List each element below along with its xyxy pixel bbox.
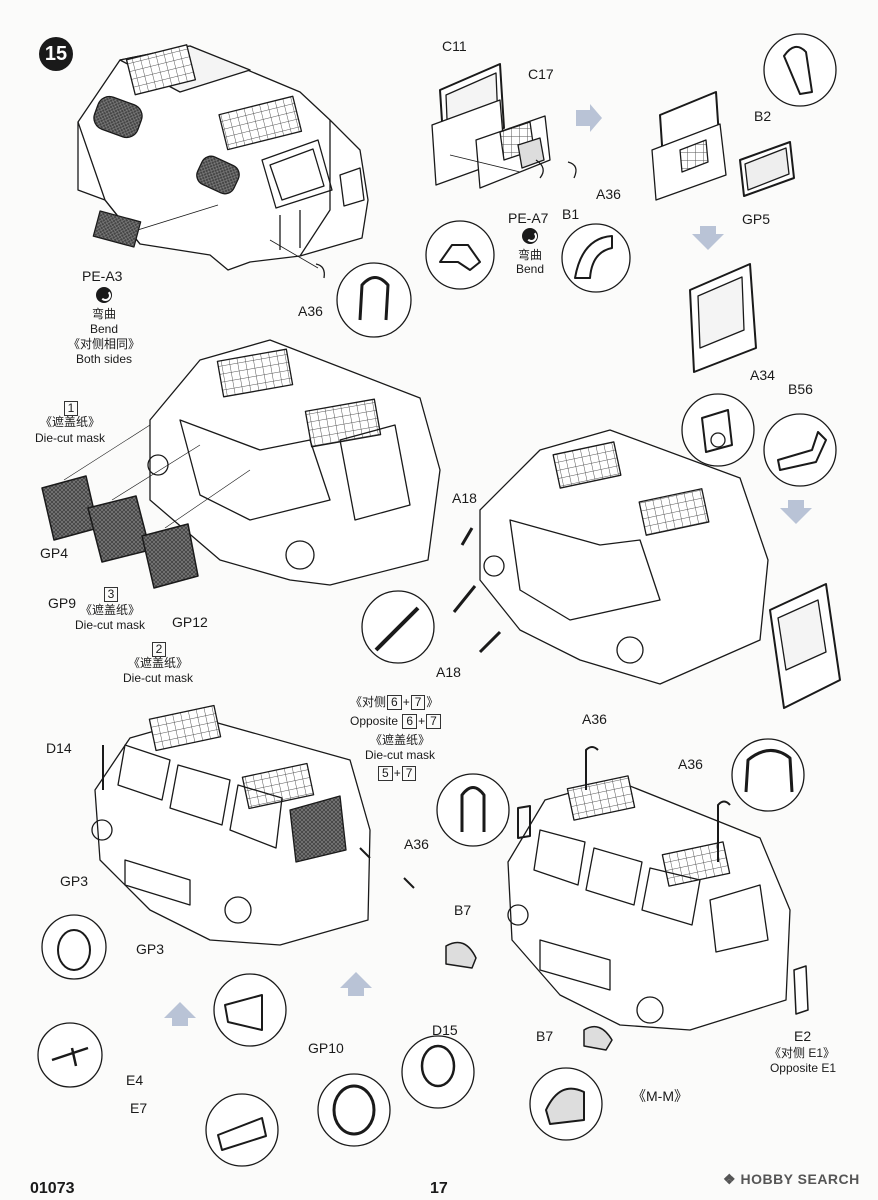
label-mask-57: 5+7 xyxy=(377,766,417,781)
arrow-down-2 xyxy=(780,500,812,524)
label-a34: A34 xyxy=(750,367,775,383)
label-both-sides: Both sides xyxy=(75,352,133,366)
label-gp3-1: GP3 xyxy=(60,873,89,889)
label-b1: B1 xyxy=(562,206,580,222)
label-b7-1: B7 xyxy=(454,902,472,918)
assembly-arrows xyxy=(164,104,812,1026)
a36-callout-circle xyxy=(336,262,412,338)
page-number: 17 xyxy=(430,1180,448,1197)
mask-number-1: 1 xyxy=(58,399,84,416)
label-opposite-en: Opposite 6+7 xyxy=(350,714,442,729)
step-number-badge: 15 xyxy=(39,37,73,71)
label-both-sides-cn: 《对侧相同》 xyxy=(67,337,140,351)
label-gp9: GP9 xyxy=(48,595,77,611)
arrow-down-1 xyxy=(692,226,724,250)
label-mask-en-2: Die-cut mask xyxy=(122,671,193,685)
label-b56: B56 xyxy=(788,381,813,397)
label-bend-cn-2: 弯曲 xyxy=(517,248,542,262)
mask-number-2: 2 xyxy=(146,640,172,657)
bend-icon-1 xyxy=(86,287,122,306)
door-parts-exploded xyxy=(431,63,577,189)
label-mask-en-1: Die-cut mask xyxy=(34,431,105,445)
watermark: ❖ HOBBY SEARCH xyxy=(723,1171,860,1187)
label-b7-2: B7 xyxy=(536,1028,554,1044)
label-bend-1: Bend xyxy=(89,322,119,336)
label-a18-1: A18 xyxy=(452,490,477,506)
label-bend-cn-1: 弯曲 xyxy=(91,307,116,321)
arrow-up-2 xyxy=(164,1002,196,1026)
label-a36-5: A36 xyxy=(678,756,703,772)
label-gp12: GP12 xyxy=(172,614,208,630)
label-opposite-e1: Opposite E1 xyxy=(769,1061,837,1075)
cabin-bottom-left xyxy=(91,704,371,946)
cabin-front-right xyxy=(479,429,769,685)
label-mask-cn-3: 《遮盖纸》 xyxy=(79,603,140,617)
label-a18-2: A18 xyxy=(436,664,461,680)
label-d14: D14 xyxy=(46,740,72,756)
label-bend-2: Bend xyxy=(515,262,545,276)
label-gp4: GP4 xyxy=(40,545,69,561)
label-a36-1: A36 xyxy=(298,303,323,319)
label-a36-3: A36 xyxy=(404,836,429,852)
cabin-bottom-right xyxy=(507,746,791,1031)
label-e4: E4 xyxy=(126,1072,144,1088)
label-c11: C11 xyxy=(442,38,467,54)
label-a36-4: A36 xyxy=(582,711,607,727)
label-pe-a3: PE-A3 xyxy=(82,268,123,284)
label-opposite-e1-cn: 《对侧 E1》 xyxy=(768,1046,835,1060)
label-mask-en-57: Die-cut mask xyxy=(364,748,435,762)
label-pe-a7: PE-A7 xyxy=(508,210,549,226)
label-a36-2: A36 xyxy=(596,186,621,202)
label-gp10: GP10 xyxy=(308,1040,344,1056)
cabin-front-left xyxy=(147,339,441,586)
door-with-window xyxy=(651,91,795,201)
label-mask-cn-1: 《遮盖纸》 xyxy=(39,415,100,429)
label-view-mm: 《M-M》 xyxy=(632,1088,688,1104)
door-right-assembly xyxy=(689,263,757,373)
watermark-logo-icon: ❖ xyxy=(723,1171,737,1187)
label-d15: D15 xyxy=(432,1022,458,1038)
arrow-up-1 xyxy=(340,972,372,996)
pe-a3-mesh-part xyxy=(92,210,142,248)
arrow-right-1 xyxy=(576,104,602,132)
label-b2: B2 xyxy=(754,108,772,124)
label-gp3-2: GP3 xyxy=(136,941,165,957)
label-mask-cn-2: 《遮盖纸》 xyxy=(127,656,188,670)
label-gp5: GP5 xyxy=(742,211,771,227)
label-mask-en-3: Die-cut mask xyxy=(74,618,145,632)
label-e2: E2 xyxy=(794,1028,812,1044)
cabin-rear-view xyxy=(77,44,369,271)
window-glass-set xyxy=(41,475,199,589)
label-e7: E7 xyxy=(130,1100,148,1116)
bend-icon-2 xyxy=(512,228,548,247)
label-mask-cn-57: 《遮盖纸》 xyxy=(369,733,430,747)
label-c17: C17 xyxy=(528,66,554,82)
mask-number-3: 3 xyxy=(98,585,124,602)
kit-code: 01073 xyxy=(30,1180,75,1197)
